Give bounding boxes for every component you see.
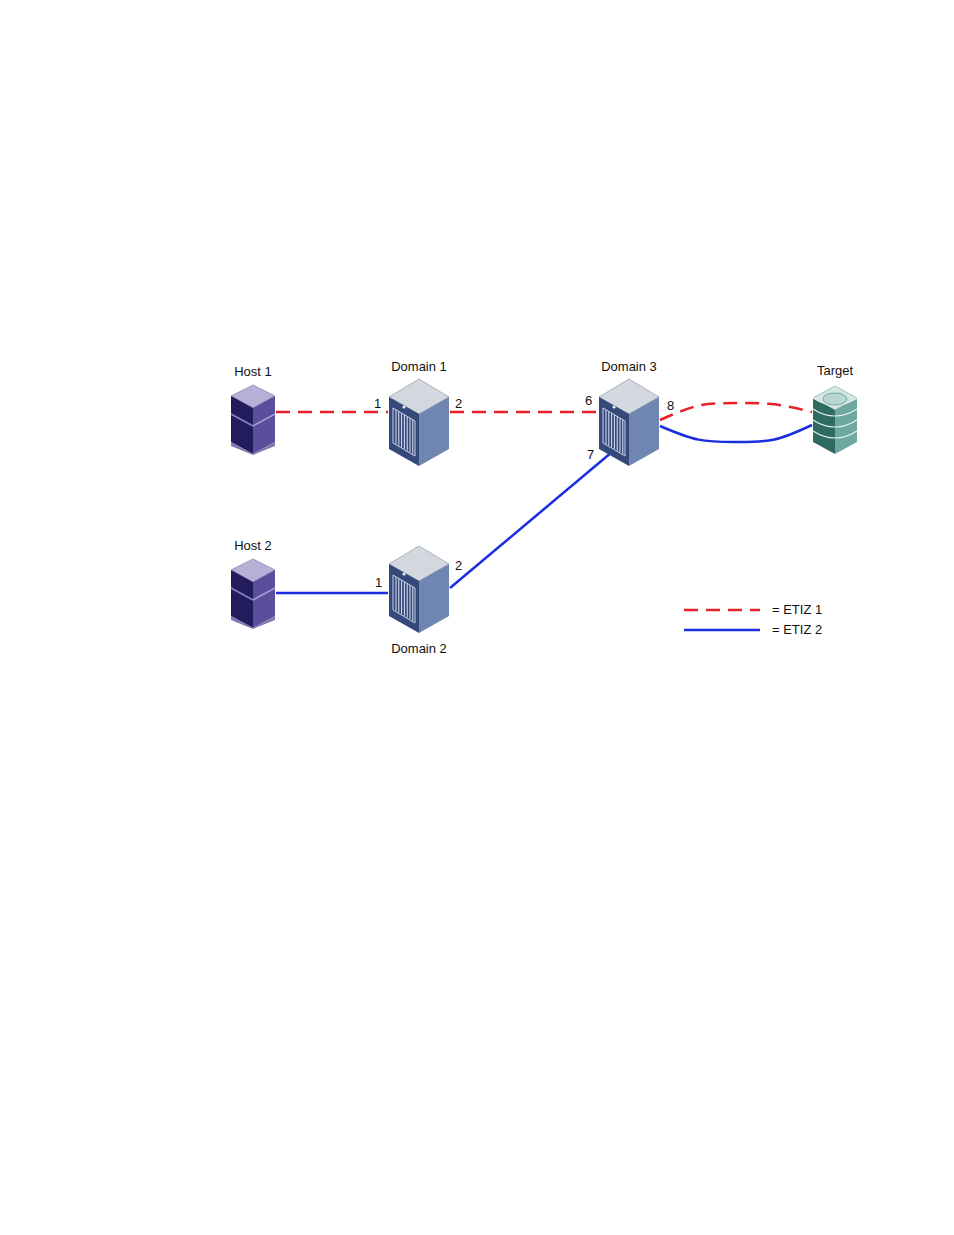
port-number: 8 [667, 398, 674, 413]
legend-line-sample [684, 622, 764, 638]
link-line [660, 403, 812, 420]
port-number: 7 [587, 447, 594, 462]
switch-icon [388, 545, 450, 634]
port-number: 1 [374, 396, 381, 411]
legend-text: = ETIZ 2 [772, 622, 822, 638]
port-number: 1 [375, 575, 382, 590]
switch-icon [388, 378, 450, 467]
link-line [450, 452, 612, 588]
switch-domain: Domain 3 [598, 378, 660, 467]
host-icon [230, 384, 276, 455]
port-number: 2 [455, 558, 462, 573]
legend-line-sample [684, 602, 764, 618]
storage-target: Target [812, 385, 858, 455]
host-server: Host 2 [230, 558, 276, 629]
legend-text: = ETIZ 1 [772, 602, 822, 618]
link-line [660, 425, 812, 442]
switch-domain: Domain 1 [388, 378, 450, 467]
switch-icon [598, 378, 660, 467]
storage-icon [812, 385, 858, 455]
node-label: Domain 2 [391, 641, 447, 656]
port-number: 6 [585, 393, 592, 408]
switch-domain: Domain 2 [388, 545, 450, 634]
host-icon [230, 558, 276, 629]
host-server: Host 1 [230, 384, 276, 455]
link-line [276, 592, 388, 595]
node-label: Target [817, 363, 853, 378]
node-label: Domain 3 [601, 359, 657, 374]
node-label: Host 2 [234, 538, 272, 553]
node-label: Host 1 [234, 364, 272, 379]
node-label: Domain 1 [391, 359, 447, 374]
link-line [450, 411, 598, 414]
port-number: 2 [455, 396, 462, 411]
link-line [276, 411, 388, 414]
